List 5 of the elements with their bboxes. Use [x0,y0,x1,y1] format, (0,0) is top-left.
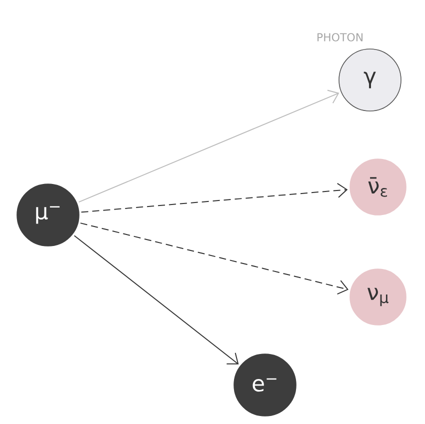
arrow [74,235,239,364]
arrow [80,222,348,295]
arrow [78,90,340,203]
caption-text: PHOTON [318,33,362,42]
arrow [80,182,348,213]
